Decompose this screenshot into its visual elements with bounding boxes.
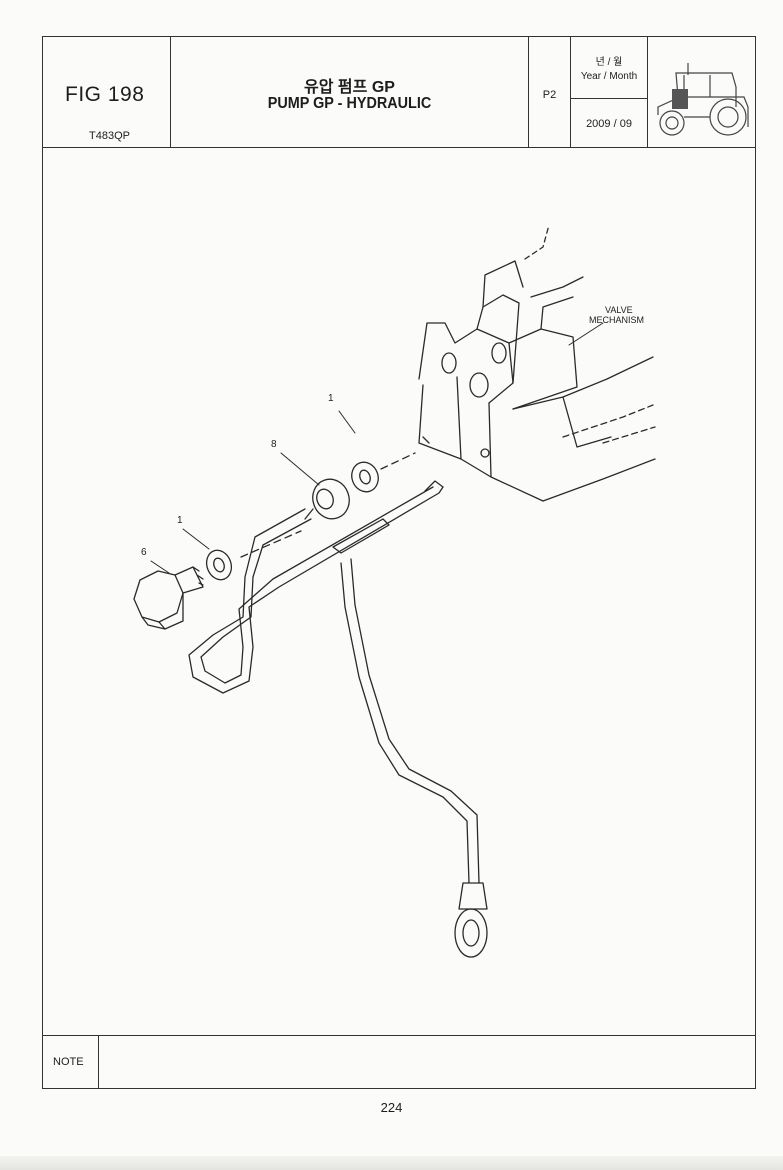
callout-8: 8 [271, 439, 277, 450]
tractor-icon [657, 63, 749, 136]
washer-1-lower [205, 549, 233, 581]
date-value: 2009 / 09 [586, 118, 632, 130]
date-label-box: 년 / 월 Year / Month [571, 37, 647, 99]
title-cell: 유압 펌프 GP PUMP GP - HYDRAULIC [171, 37, 529, 147]
figure-code: T483QP [89, 130, 130, 142]
washer-1-upper [351, 461, 379, 493]
scan-edge [0, 1156, 783, 1170]
callout-6: 6 [141, 547, 147, 558]
note-label: NOTE [53, 1056, 84, 1068]
exploded-parts-drawing: 1 8 1 6 VALVE MECHANISM [133, 224, 656, 958]
date-label-korean: 년 / 월 [595, 57, 623, 68]
sheet-header: FIG 198 T483QP 유압 펌프 GP PUMP GP - HYDRAU… [43, 37, 755, 148]
parts-sheet: FIG 198 T483QP 유압 펌프 GP PUMP GP - HYDRAU… [42, 36, 756, 1089]
note-row: NOTE [43, 1035, 755, 1089]
figure-cell: FIG 198 T483QP [43, 37, 171, 147]
title-korean: 유압 펌프 GP [304, 79, 395, 96]
page-code: P2 [542, 89, 557, 101]
valve-label-line1: VALVE [605, 305, 633, 315]
title-english: PUMP GP - HYDRAULIC [267, 95, 432, 112]
locator-cell [648, 37, 757, 147]
bolt-6 [133, 566, 204, 630]
figure-number: FIG 198 [65, 83, 145, 106]
hydraulic-pipe-lower [340, 558, 488, 958]
callout-1-lower: 1 [177, 515, 183, 526]
date-cell: 년 / 월 Year / Month 2009 / 09 [571, 37, 648, 147]
callout-1-upper: 1 [328, 393, 334, 404]
valve-label-line2: MECHANISM [589, 315, 644, 325]
banjo-fitting-8 [304, 478, 350, 520]
page-number: 224 [380, 1100, 403, 1115]
assembly-axis-lines [240, 452, 416, 558]
page-code-cell: P2 [529, 37, 571, 147]
hydraulic-pipe-upper [188, 480, 444, 694]
date-label-english: Year / Month [580, 71, 638, 82]
valve-mechanism-housing [418, 224, 656, 502]
leader-lines [150, 322, 604, 574]
note-label-cell: NOTE [43, 1036, 99, 1089]
